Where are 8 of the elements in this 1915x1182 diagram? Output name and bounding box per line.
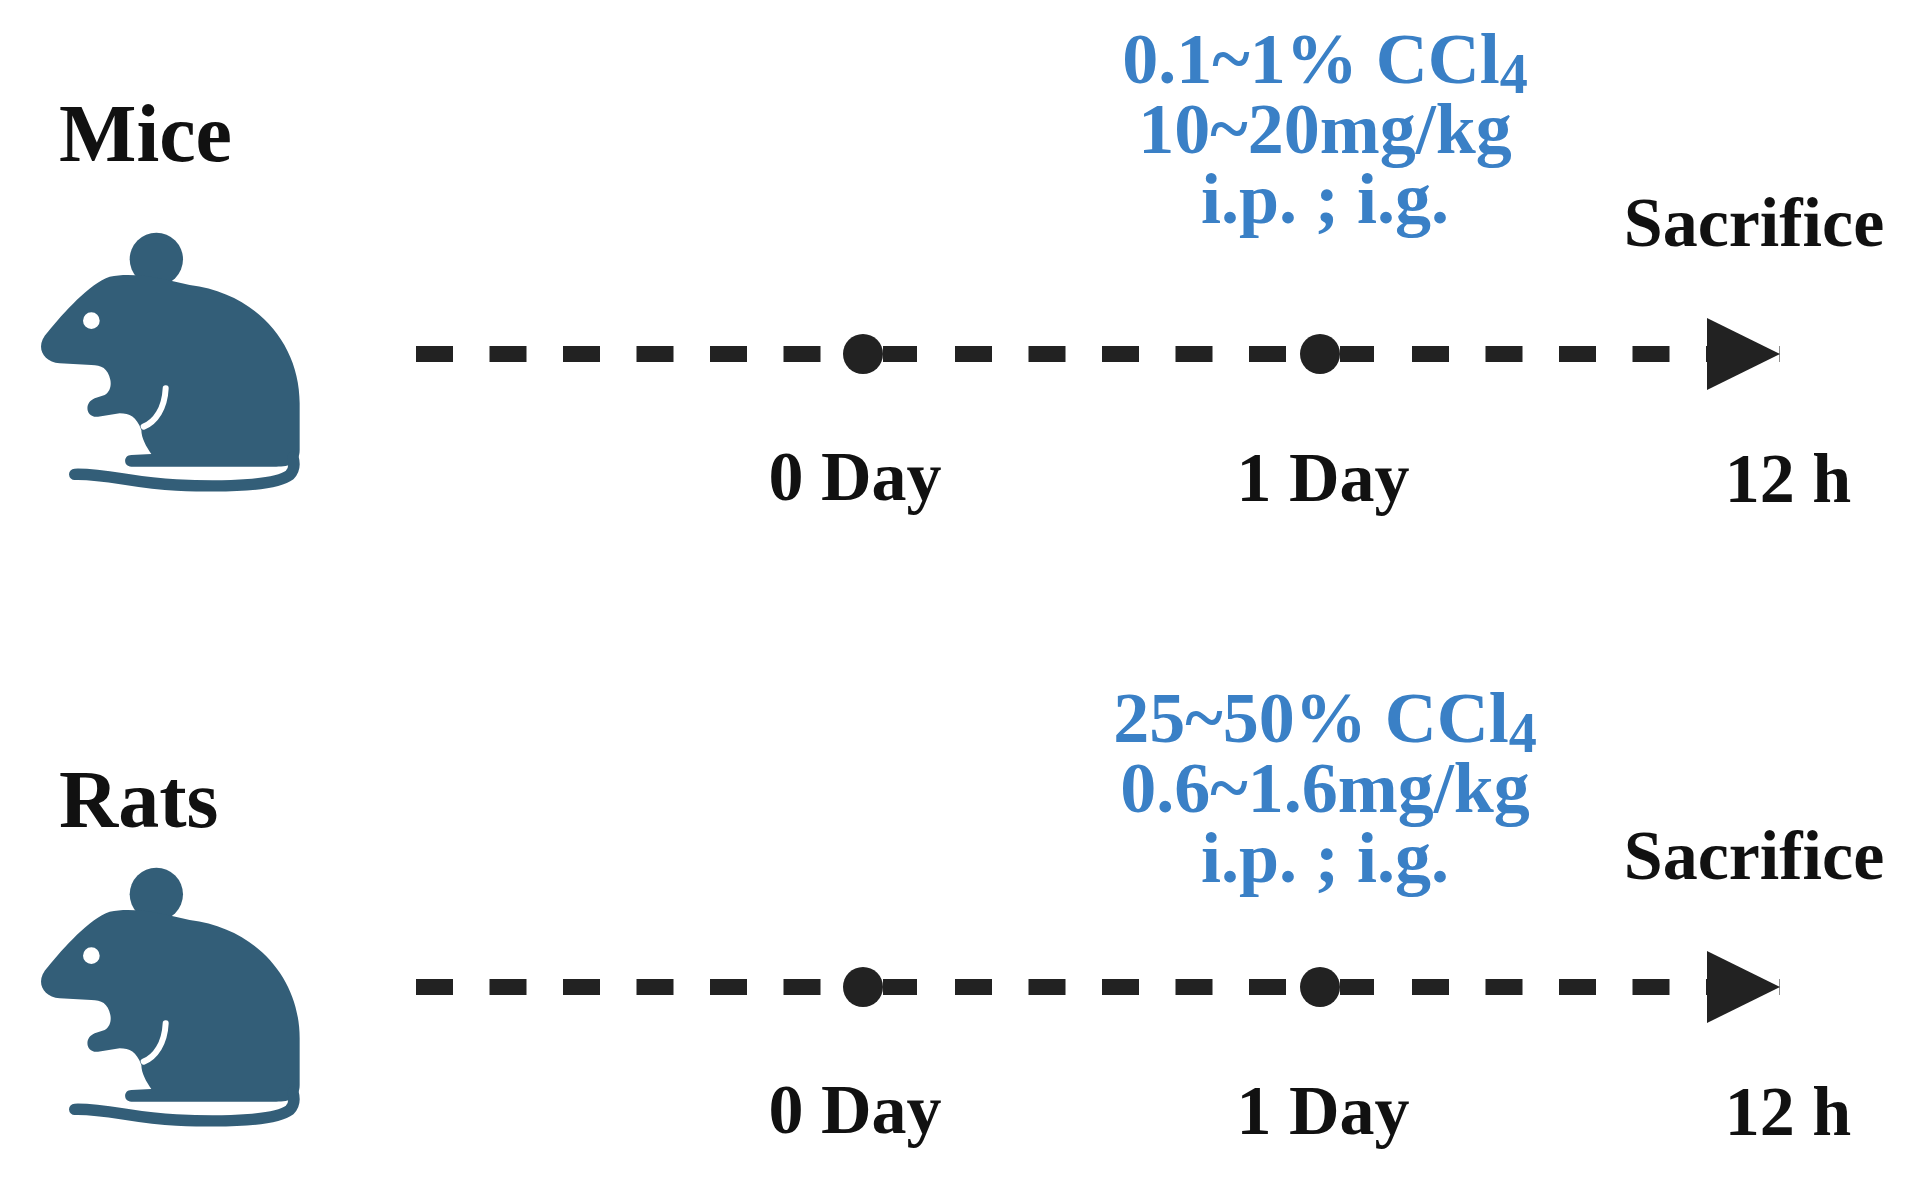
timeline-arrow [1340,951,1780,1023]
time-label: 12 h [1724,444,1852,514]
endpoint-label: Sacrifice [1623,188,1885,258]
row-heading: Mice [59,93,232,175]
timeline-arrow [1340,318,1780,390]
endpoint-label: Sacrifice [1623,821,1885,891]
time-label: 12 h [1724,1077,1852,1147]
row-heading: Rats [59,759,219,841]
